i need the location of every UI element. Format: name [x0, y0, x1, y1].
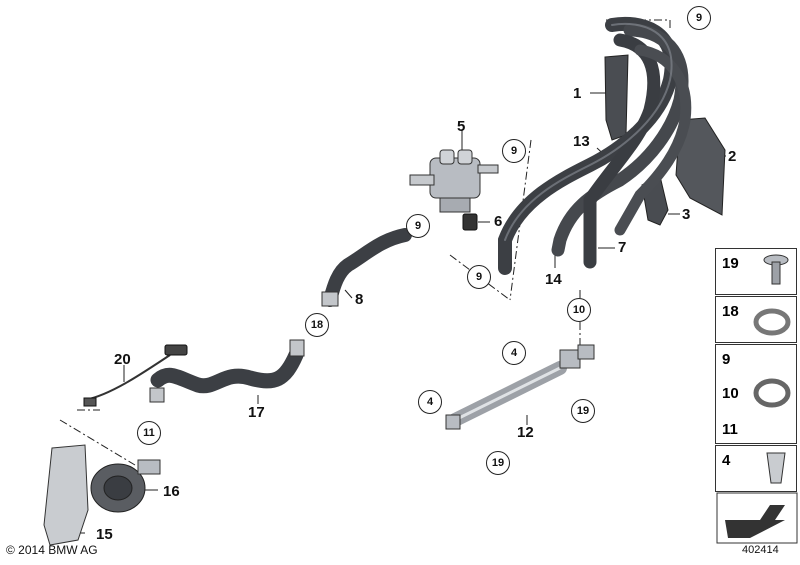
legend-number: 10 [722, 385, 739, 402]
plug-part-6 [462, 213, 478, 231]
callout-16: 16 [163, 483, 180, 500]
pipe-part-12 [445, 344, 595, 430]
callout-1: 1 [573, 85, 582, 102]
circled-ref-4-lower: 4 [418, 390, 442, 414]
screw-icon [763, 254, 789, 285]
image-id: 402414 [742, 544, 779, 556]
callout-8: 8 [355, 291, 364, 308]
valve-part-5 [409, 149, 499, 213]
spring-clamp-icon [753, 378, 791, 408]
legend-number: 4 [722, 452, 731, 469]
direction-arrow-icon [716, 492, 798, 544]
hose-17-connector [289, 339, 305, 357]
callout-15: 15 [96, 526, 113, 543]
pump-part-16 [90, 459, 161, 513]
callout-13: 13 [573, 133, 590, 150]
circled-ref-19-lower: 19 [486, 451, 510, 475]
bracket-part-15 [43, 444, 89, 546]
bracket-part-1 [604, 54, 629, 141]
circled-ref-11: 11 [137, 421, 161, 445]
callout-5: 5 [457, 118, 466, 135]
circled-ref-18: 18 [305, 313, 329, 337]
hose-8-connector [321, 291, 339, 307]
sensor-plug [164, 344, 188, 356]
legend-row-4: 4 [715, 445, 797, 492]
callout-17: 17 [248, 404, 265, 421]
hose-part-17 [150, 347, 304, 394]
callout-14: 14 [545, 271, 562, 288]
callout-12: 12 [517, 424, 534, 441]
callout-20: 20 [114, 351, 131, 368]
legend-row-19: 19 [715, 248, 797, 295]
circled-ref-10: 10 [567, 298, 591, 322]
copyright-text: © 2014 BMW AG [6, 543, 98, 557]
clamp-icon [753, 308, 791, 336]
circled-ref-9-valve: 9 [502, 139, 526, 163]
hose-17-end [149, 387, 165, 403]
callout-6: 6 [494, 213, 503, 230]
circled-ref-4-upper: 4 [502, 341, 526, 365]
sensor-head [83, 397, 97, 407]
callout-7: 7 [618, 239, 627, 256]
legend-number: 19 [722, 255, 739, 272]
callout-2: 2 [728, 148, 737, 165]
hose-part-8 [323, 228, 412, 307]
legend-row-9-10-11: 9 10 11 [715, 344, 797, 444]
circled-ref-19-right: 19 [571, 399, 595, 423]
legend-row-18: 18 [715, 296, 797, 343]
legend-number: 9 [722, 351, 731, 368]
legend-number: 18 [722, 303, 739, 320]
expanding-nut-icon [766, 452, 786, 484]
cover-part-2 [675, 117, 726, 216]
callout-3: 3 [682, 206, 691, 223]
hose-bundle-13 [498, 16, 692, 275]
legend-number: 11 [722, 421, 738, 438]
circled-ref-9-bottom: 9 [467, 265, 491, 289]
circled-ref-9-top: 9 [687, 6, 711, 30]
circled-ref-9-left: 9 [406, 214, 430, 238]
